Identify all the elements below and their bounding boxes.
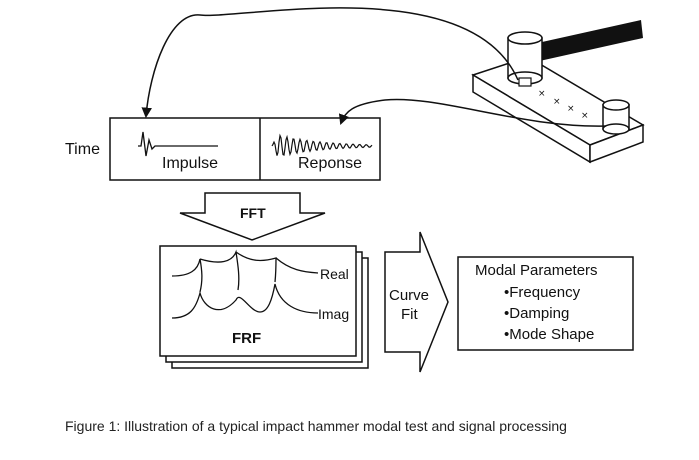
modal-parameters-title: Modal Parameters — [475, 262, 598, 279]
accelerometer — [602, 99, 630, 135]
time-signal-panel — [109, 117, 381, 181]
curve-fit-label-line2: Fit — [401, 306, 418, 323]
frf-panel-stack — [159, 245, 369, 369]
accelerometer-cable — [338, 98, 607, 127]
time-label: Time — [65, 141, 100, 158]
frf-imag-curve — [171, 283, 319, 319]
svg-text:×: × — [581, 111, 589, 121]
svg-text:×: × — [553, 97, 561, 107]
curve-fit-label-line1: Curve — [389, 287, 430, 304]
modal-parameter-item: •Damping — [504, 305, 570, 322]
frf-label: FRF — [232, 330, 262, 347]
modal-parameter-item: •Mode Shape — [504, 326, 595, 343]
impulse-waveform — [138, 131, 218, 157]
svg-text:×: × — [538, 89, 546, 99]
real-label: Real — [320, 266, 349, 282]
impact-hammer — [507, 20, 643, 87]
modal-parameters-box — [457, 256, 634, 351]
response-waveform — [271, 133, 373, 157]
fft-label: FFT — [240, 205, 266, 221]
measurement-points: × × × × — [538, 89, 589, 121]
imag-label: Imag — [318, 306, 350, 322]
frf-real-curve — [171, 249, 319, 293]
modal-parameter-item: •Frequency — [504, 284, 581, 301]
hammer-cable — [141, 7, 519, 119]
curve-fit-arrow — [384, 231, 449, 373]
fft-arrow — [179, 192, 326, 241]
response-label: Reponse — [298, 155, 363, 172]
svg-text:×: × — [567, 104, 575, 114]
figure-caption: Figure 1: Illustration of a typical impa… — [65, 418, 567, 434]
impulse-label: Impulse — [162, 155, 219, 172]
